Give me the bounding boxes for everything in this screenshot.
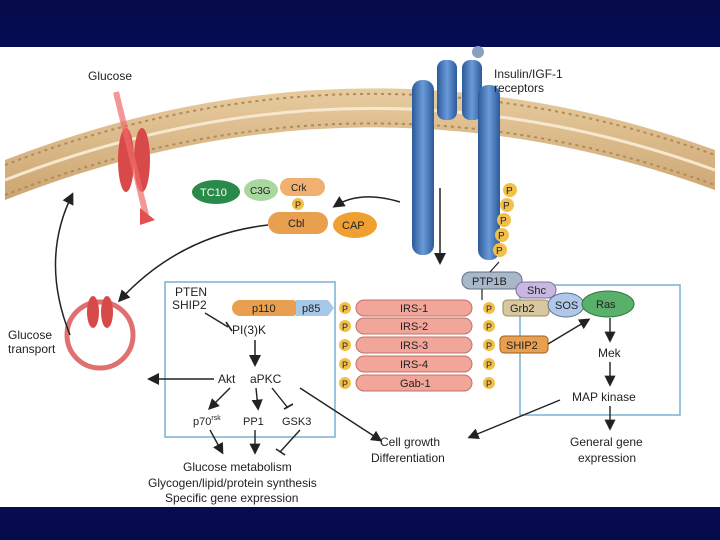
receptor-label-line1: Insulin/IGF-1 — [494, 67, 563, 81]
tc10-label: TC10 — [200, 187, 227, 199]
gab1-label: Gab-1 — [400, 378, 431, 390]
receptor-label-line2: receptors — [494, 81, 544, 95]
svg-text:P: P — [486, 341, 492, 351]
pi3k-pathway-box — [164, 281, 336, 438]
metab-line3: Specific gene expression — [165, 491, 298, 505]
irs4-row: P IRS-4 P — [339, 355, 495, 373]
c3g-label: C3G — [250, 186, 271, 197]
cbl-label: Cbl — [288, 218, 305, 230]
glucose-transport-label-line2: transport — [8, 342, 56, 356]
pp1-label: PP1 — [243, 416, 264, 428]
p110-label: p110 — [252, 303, 276, 315]
svg-text:P: P — [503, 201, 510, 212]
irs1-row: P IRS-1 P — [339, 299, 495, 317]
insulin-receptor — [412, 46, 500, 260]
svg-text:P: P — [342, 379, 348, 389]
mek-label: Mek — [598, 346, 622, 360]
general-gene-line2: expression — [578, 451, 636, 465]
pi3k-label: PI(3)K — [232, 323, 266, 337]
ras-complex: Shc Grb2 SOS Ras — [502, 281, 635, 318]
shc-label: Shc — [527, 285, 546, 297]
glucose-label: Glucose — [88, 69, 132, 83]
svg-text:P: P — [342, 304, 348, 314]
svg-text:P: P — [496, 246, 503, 257]
svg-text:P: P — [342, 360, 348, 370]
metab-line2: Glycogen/lipid/protein synthesis — [148, 476, 317, 490]
sos-label: SOS — [555, 300, 578, 312]
gab1-row: P Gab-1 P — [339, 374, 495, 392]
svg-text:P: P — [506, 186, 513, 197]
cell-growth-line2: Differentiation — [371, 451, 445, 465]
crk-label: Crk — [291, 183, 308, 194]
svg-text:P: P — [486, 379, 492, 389]
pten-label: PTEN — [175, 285, 207, 299]
svg-text:P: P — [498, 231, 505, 242]
irs4-label: IRS-4 — [400, 359, 428, 371]
ship2-right: SHIP2 — [499, 335, 549, 354]
svg-text:P: P — [342, 341, 348, 351]
receptor-phosphorylations: P P P P P — [493, 183, 517, 257]
irs2-row: P IRS-2 P — [339, 317, 495, 335]
tc10-complex: TC10 C3G Crk P Cbl CAP — [192, 178, 377, 238]
svg-text:P: P — [500, 216, 507, 227]
ras-label: Ras — [596, 299, 616, 311]
svg-text:P: P — [486, 304, 492, 314]
p85-label: p85 — [302, 303, 320, 315]
glucose-transport-label-line1: Glucose — [8, 328, 52, 342]
irs2-label: IRS-2 — [400, 321, 428, 333]
cell-membrane — [4, 88, 716, 200]
gsk3-label: GSK3 — [282, 416, 311, 428]
cell-growth-line1: Cell growth — [380, 435, 440, 449]
ptp1b-label: PTP1B — [472, 276, 507, 288]
glucose-transporter — [113, 91, 155, 225]
svg-text:P: P — [486, 360, 492, 370]
general-gene-line1: General gene — [570, 435, 643, 449]
irs1-label: IRS-1 — [400, 303, 428, 315]
irs3-row: P IRS-3 P — [339, 336, 495, 354]
irs-stack: P IRS-1 P P IRS-2 P P IRS-3 P P IRS-4 P … — [339, 299, 495, 392]
grb2-label: Grb2 — [510, 303, 534, 315]
glut4-vesicle — [64, 296, 136, 371]
map-kinase-label: MAP kinase — [572, 390, 636, 404]
akt-label: Akt — [218, 372, 236, 386]
ship2-left-label: SHIP2 — [172, 298, 207, 312]
cap-label: CAP — [342, 220, 365, 232]
p70-label: p70rsk — [193, 415, 221, 428]
apkc-label: aPKC — [250, 372, 282, 386]
pi3k-subunits: p110 p85 — [232, 300, 334, 316]
metab-line1: Glucose metabolism — [183, 460, 292, 474]
svg-text:P: P — [342, 322, 348, 332]
ship2-right-label: SHIP2 — [506, 340, 538, 352]
crk-phospho: P — [295, 200, 301, 210]
irs3-label: IRS-3 — [400, 340, 428, 352]
ptp1b: PTP1B — [461, 261, 523, 300]
svg-text:P: P — [486, 322, 492, 332]
